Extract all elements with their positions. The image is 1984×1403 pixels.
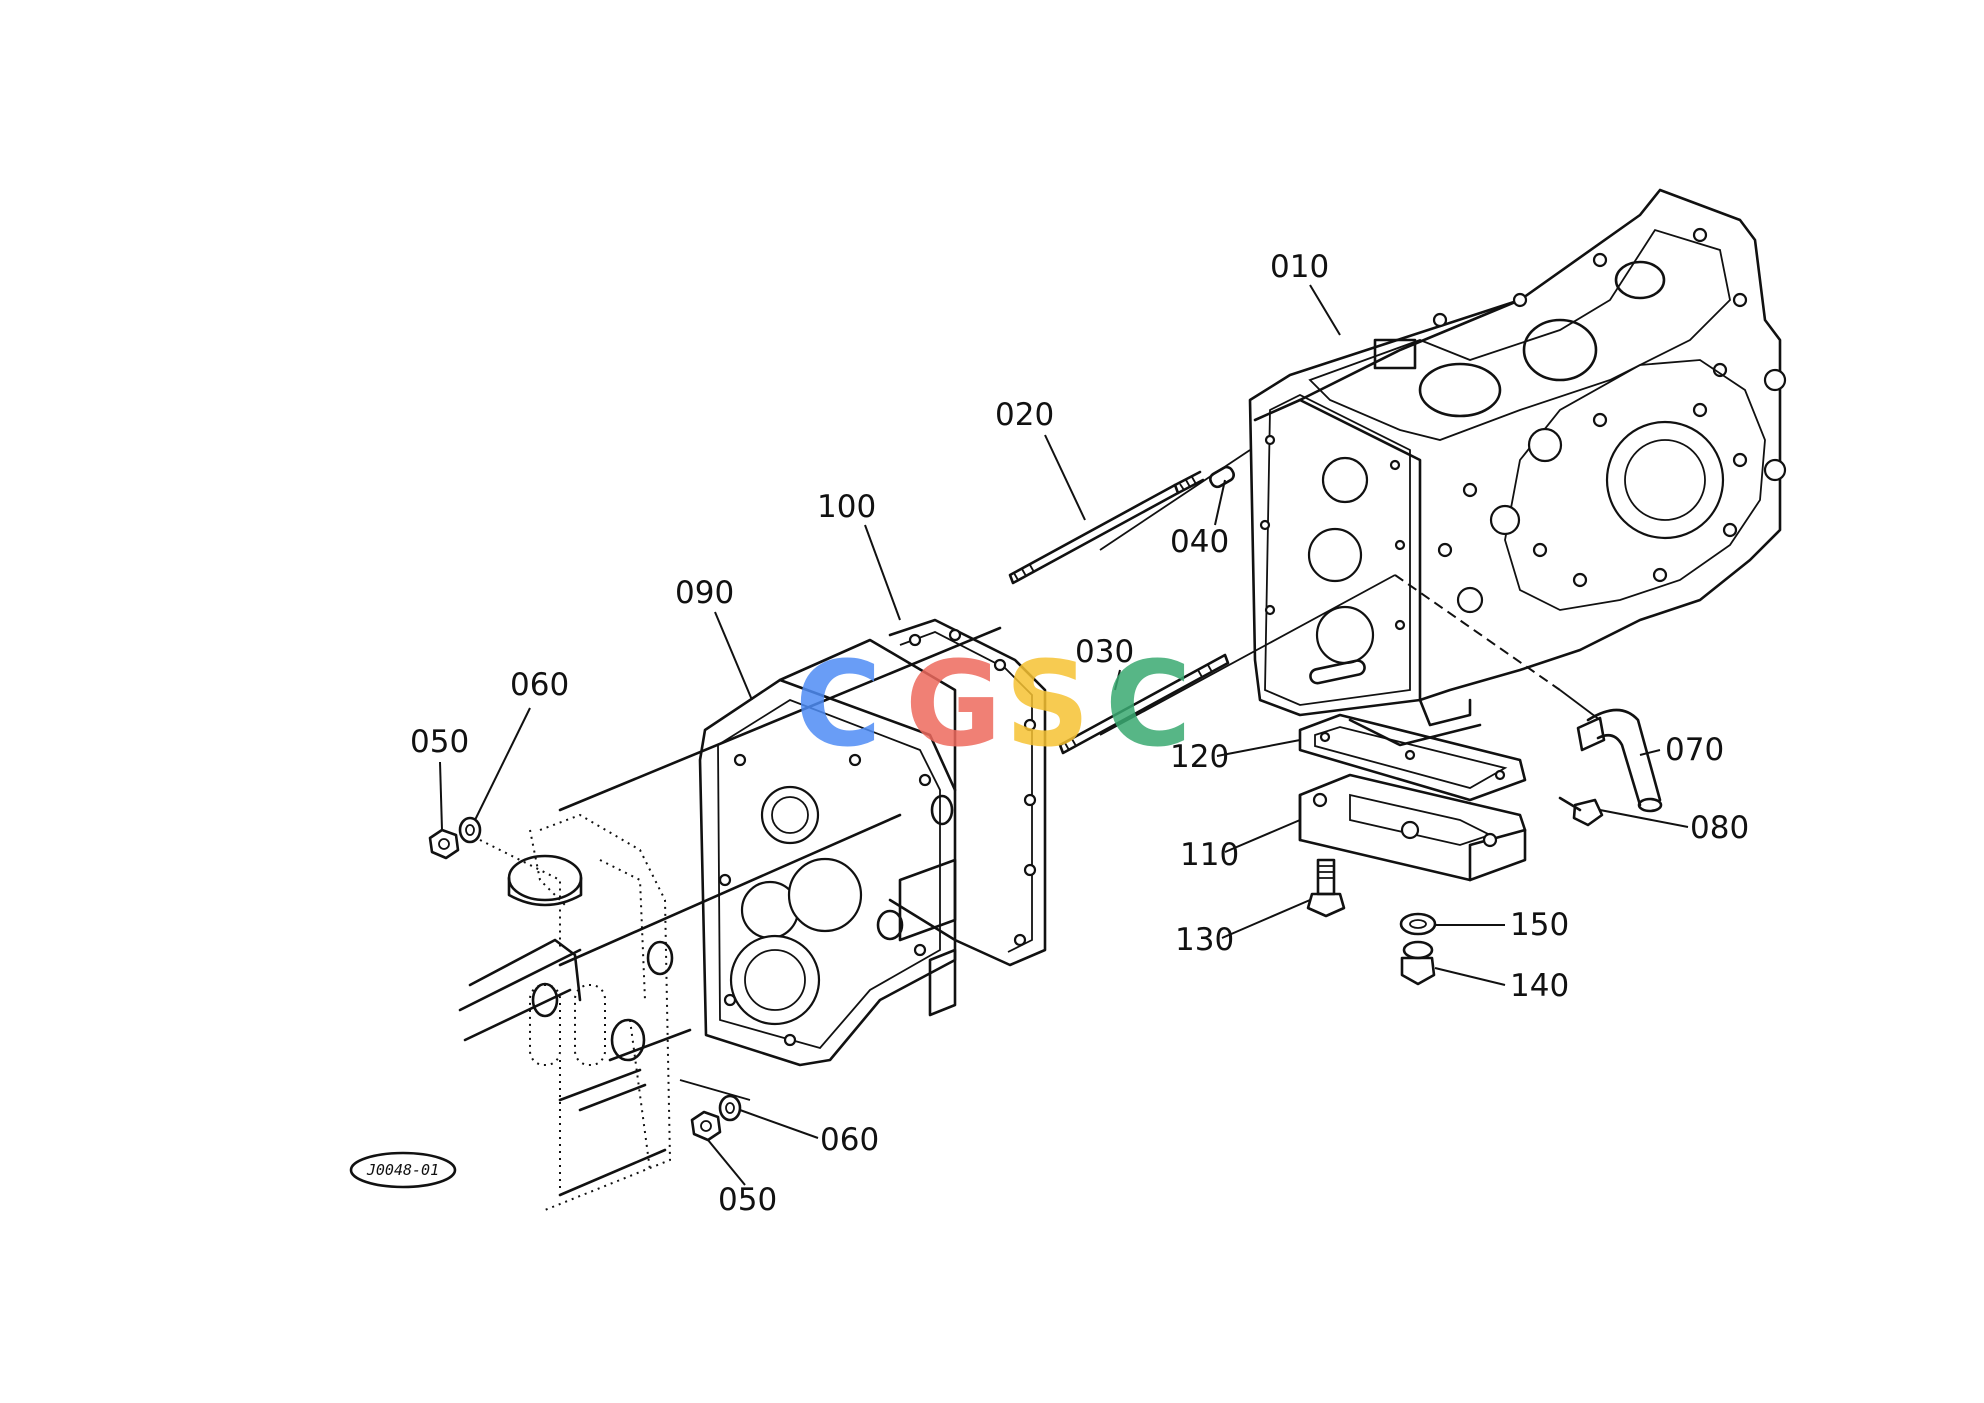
label-100: 100 [817,489,876,525]
part-120-gasket [1298,713,1527,802]
watermark-letter-3: S [1005,635,1090,773]
watermark: C G S C [795,635,1192,773]
part-080-bolt [1558,796,1604,827]
mating-housing-outline [458,813,692,1211]
reference-code-badge: J0048-01 [349,1151,457,1189]
label-010: 010 [1270,249,1329,285]
part-140-drain-plug [1400,940,1436,986]
watermark-letter-1: C [795,635,882,773]
leader-lines [439,284,1689,1186]
part-100-gasket [888,618,1047,967]
label-080: 080 [1690,810,1749,846]
reference-code: J0048-01 [366,1161,439,1179]
label-050-top: 050 [410,724,469,760]
part-070-pipe [1576,708,1663,813]
part-040-dowel [1209,465,1235,489]
label-070: 070 [1665,732,1724,768]
label-130: 130 [1175,922,1234,958]
label-090: 090 [675,575,734,611]
label-120: 120 [1170,739,1229,775]
label-060-bottom: 060 [820,1122,879,1158]
label-110: 110 [1180,837,1239,873]
part-150-washer [1399,912,1437,936]
part-090-front-housing [698,638,957,1067]
part-labels: 010 020 030 040 050 050 060 060 070 080 … [410,249,1749,1218]
part-030-stud [1058,653,1230,755]
label-040: 040 [1170,524,1229,560]
part-110-cover-plate [1298,773,1527,882]
label-060-top: 060 [510,667,569,703]
part-010-transmission-case [1248,188,1787,747]
part-020-stud [1008,470,1205,585]
watermark-letter-2: G [905,635,1002,773]
label-030: 030 [1075,634,1134,670]
part-130-bolt [1306,858,1346,918]
assembly-centerlines [558,449,1601,1101]
watermark-letter-4: C [1105,635,1192,773]
label-150: 150 [1510,907,1569,943]
label-020: 020 [995,397,1054,433]
label-050-bottom: 050 [718,1182,777,1218]
label-140: 140 [1510,968,1569,1004]
part-050-060-fasteners-top [428,816,482,860]
part-050-060-fasteners-bottom [690,1094,742,1142]
